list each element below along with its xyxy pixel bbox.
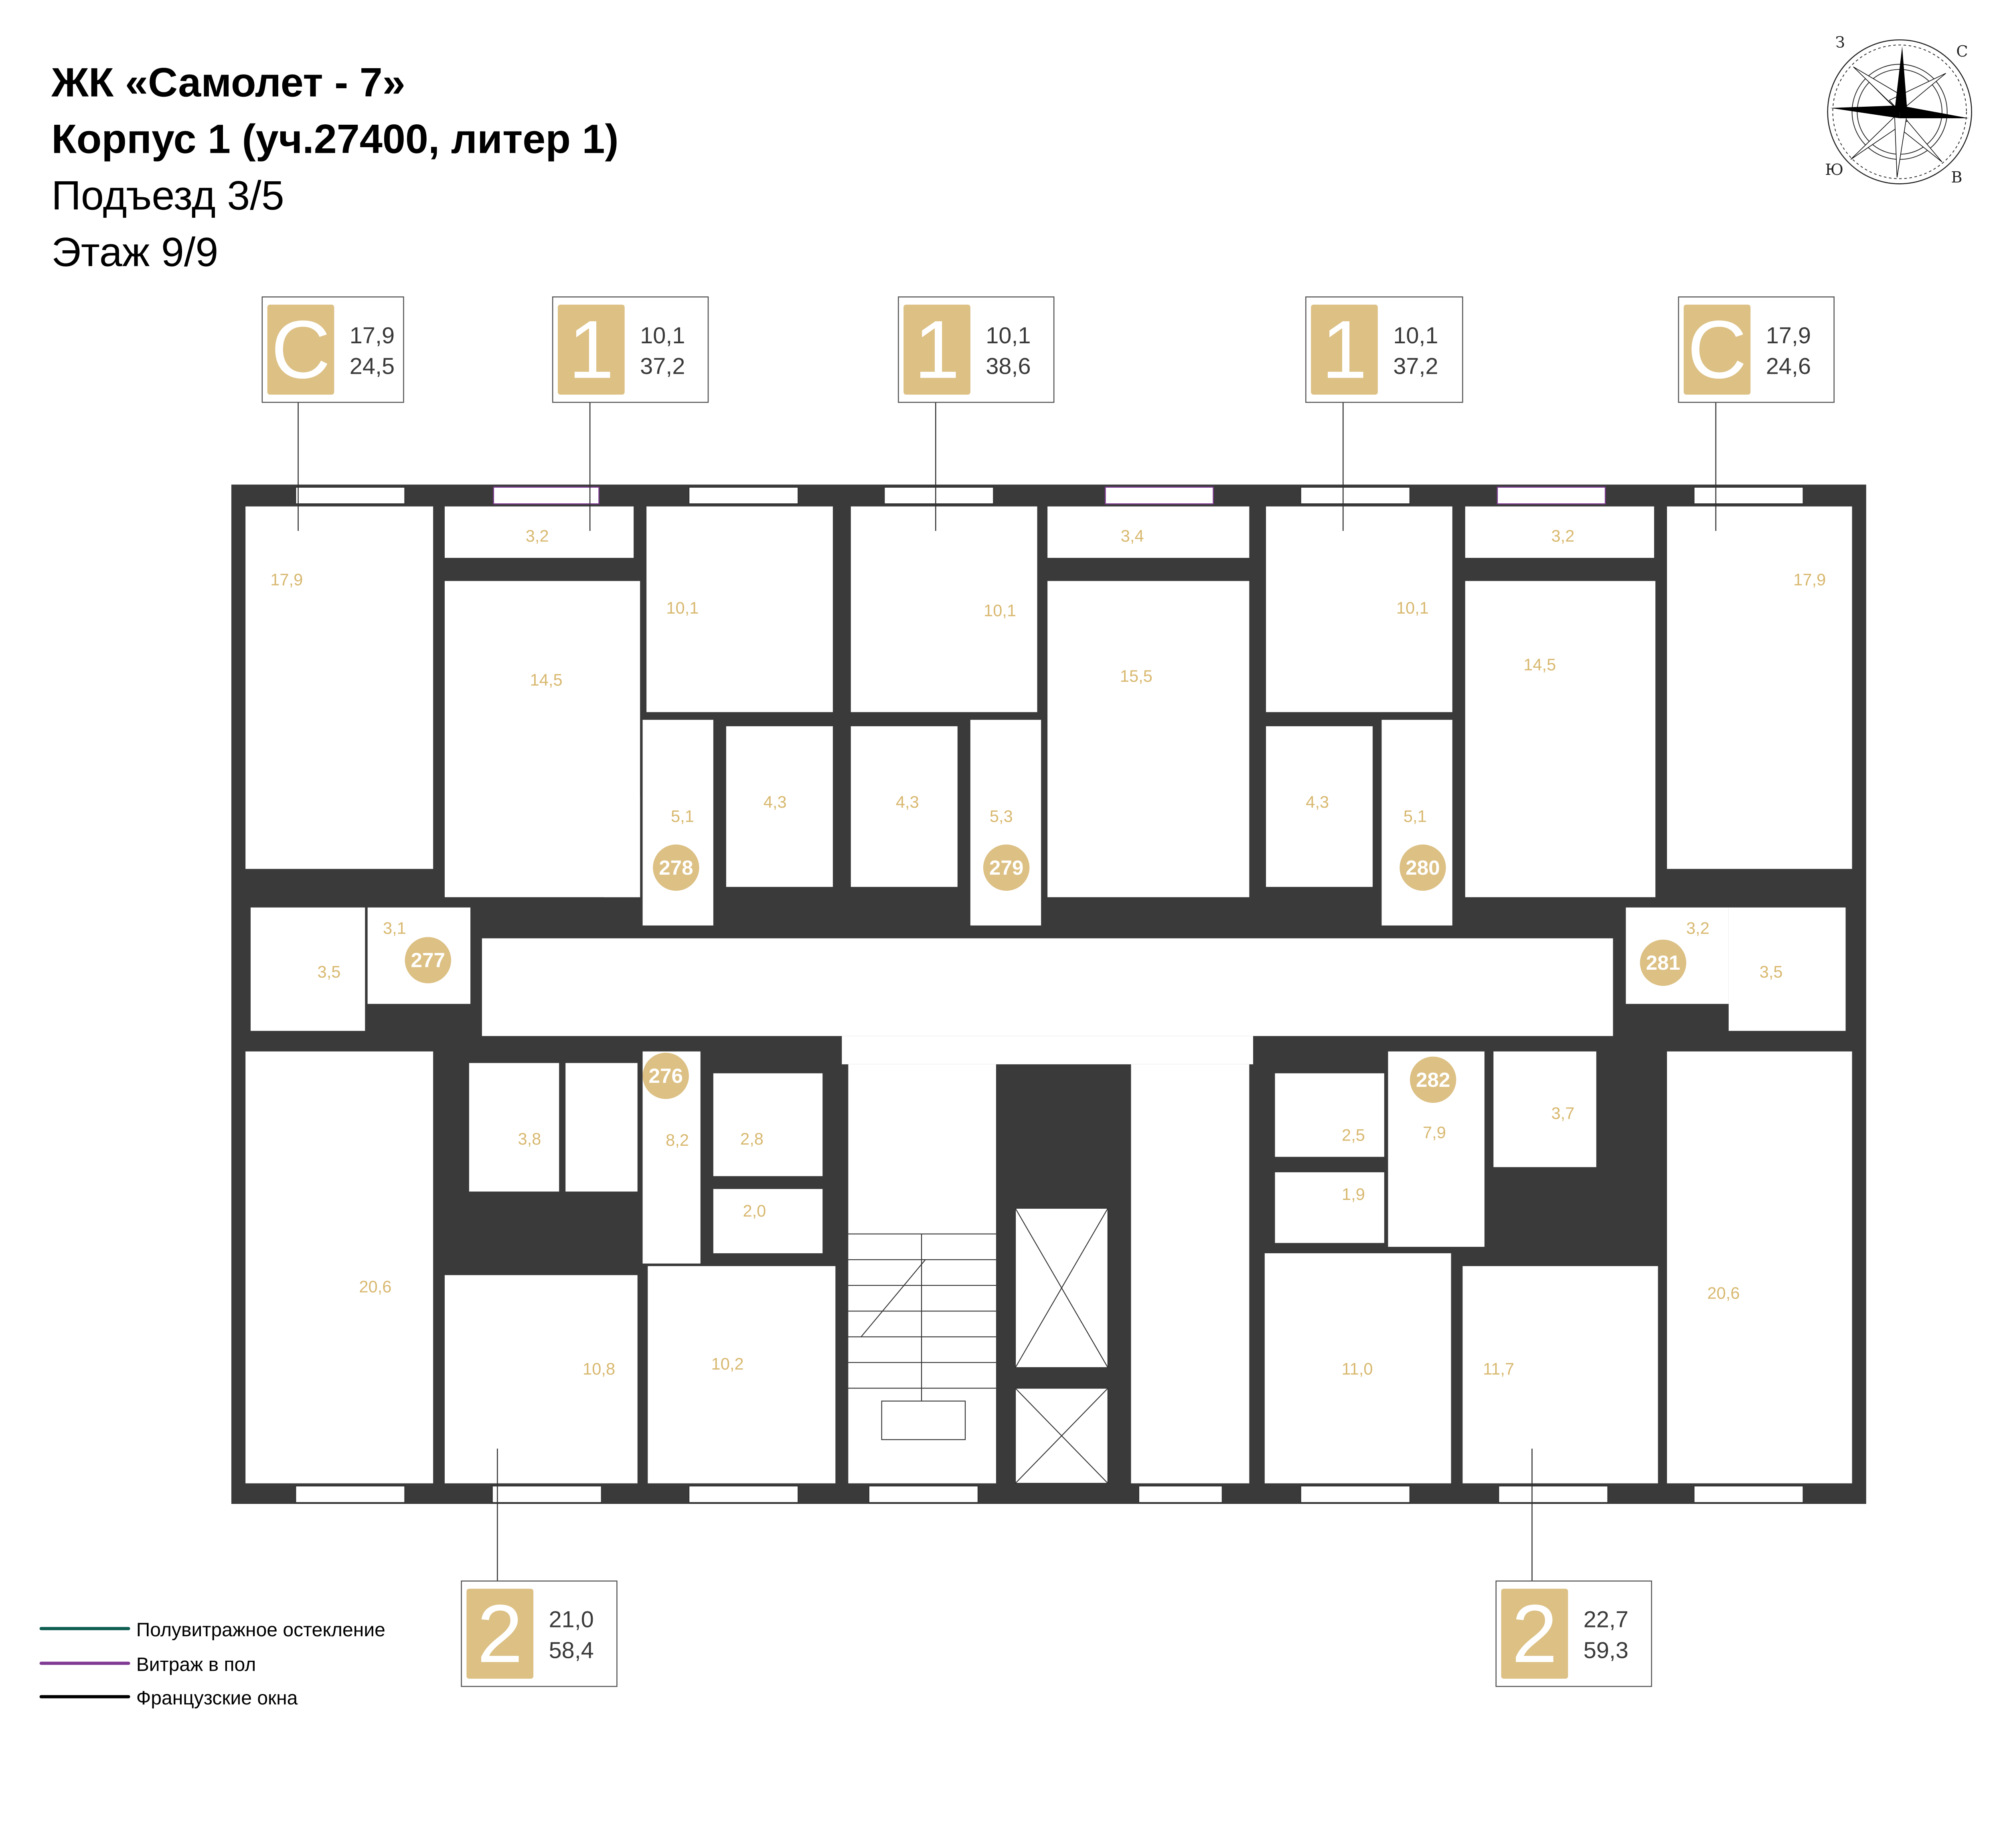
card-total: 24,6 — [1766, 354, 1811, 379]
room-area: 3,4 — [1121, 527, 1144, 545]
card-total: 37,2 — [1393, 354, 1438, 379]
apartment-card[interactable]: 1 10,1 37,2 — [552, 296, 709, 403]
apartment-277[interactable]: 277 — [405, 937, 451, 983]
compass-west: З — [1835, 34, 1845, 52]
legend-label: Французские окна — [136, 1687, 298, 1709]
room-area: 4,3 — [764, 792, 787, 811]
apartment-279[interactable]: 279 — [983, 844, 1030, 891]
card-type: 1 — [1322, 304, 1367, 395]
card-total: 38,6 — [986, 354, 1031, 379]
card-living: 10,1 — [1393, 323, 1438, 349]
floor-plan: ЖК «Самолет - 7» Корпус 1 (уч.27400, лит… — [39, 34, 1972, 1709]
room-area: 3,1 — [383, 918, 406, 937]
card-type: С — [271, 304, 330, 395]
room-area: 14,5 — [530, 671, 563, 689]
room-area: 3,7 — [1551, 1104, 1574, 1123]
compass-rose-icon: З С Ю В — [1825, 34, 1972, 186]
building-title: Корпус 1 (уч.27400, литер 1) — [51, 116, 618, 162]
legend: Полувитражное остекление Витраж в пол Фр… — [39, 1619, 385, 1709]
apartment-card[interactable]: 1 10,1 38,6 — [898, 296, 1055, 403]
card-total: 37,2 — [640, 354, 685, 379]
apartment-278[interactable]: 278 — [653, 844, 699, 891]
compass-east: В — [1951, 168, 1962, 186]
room-area: 10,1 — [1396, 598, 1429, 617]
room-area: 10,8 — [583, 1360, 615, 1378]
room-area: 5,1 — [671, 806, 694, 825]
room-area: 2,8 — [740, 1129, 764, 1148]
legend-label: Полувитражное остекление — [136, 1619, 385, 1641]
floor-label: Этаж 9/9 — [51, 229, 218, 275]
apartment-card[interactable]: 1 10,1 37,2 — [1305, 296, 1463, 403]
card-type: 1 — [914, 304, 960, 395]
card-living: 21,0 — [549, 1607, 594, 1633]
apartment-number: 279 — [989, 856, 1024, 879]
card-type: 1 — [568, 304, 614, 395]
room-area: 3,2 — [1551, 527, 1574, 545]
room-area: 2,5 — [1342, 1125, 1365, 1144]
room-area: 15,5 — [1120, 667, 1152, 685]
entrance-label: Подъезд 3/5 — [51, 172, 284, 218]
apartment-number: 282 — [1416, 1068, 1450, 1091]
building-walls — [231, 484, 1866, 1504]
compass-south: Ю — [1825, 161, 1843, 179]
card-type: 2 — [477, 1588, 523, 1680]
room-area: 1,9 — [1342, 1185, 1365, 1204]
room-area: 3,8 — [518, 1129, 541, 1148]
windows — [295, 486, 1804, 1504]
card-living: 17,9 — [350, 323, 395, 349]
apartment-number: 281 — [1646, 951, 1681, 974]
card-total: 59,3 — [1584, 1638, 1628, 1664]
room-area: 11,7 — [1483, 1360, 1514, 1378]
room-area: 8,2 — [666, 1131, 689, 1149]
card-living: 17,9 — [1766, 323, 1811, 349]
room-area: 10,1 — [984, 601, 1016, 620]
room-area: 10,1 — [666, 598, 699, 617]
apartment-numbers: 278 279 280 277 281 276 282 — [405, 844, 1687, 1103]
card-type: 2 — [1512, 1588, 1557, 1680]
room-area: 11,0 — [1342, 1360, 1373, 1378]
room-area: 20,6 — [1707, 1284, 1740, 1303]
apartment-281[interactable]: 281 — [1640, 939, 1687, 986]
compass-north: С — [1956, 43, 1968, 61]
apartment-number: 278 — [659, 856, 693, 879]
card-living: 10,1 — [640, 323, 685, 349]
room-area: 3,2 — [526, 527, 549, 545]
apartment-number: 280 — [1406, 856, 1440, 879]
apartment-282[interactable]: 282 — [1410, 1056, 1456, 1103]
apartment-number: 276 — [648, 1064, 683, 1087]
complex-title: ЖК «Самолет - 7» — [51, 59, 405, 105]
card-living: 22,7 — [1584, 1607, 1628, 1633]
room-area: 14,5 — [1523, 655, 1556, 674]
room-area: 20,6 — [359, 1277, 391, 1296]
stairs-and-elevators — [848, 1208, 1108, 1484]
apartment-card[interactable]: С 17,9 24,6 — [1678, 296, 1835, 403]
room-area: 4,3 — [1306, 792, 1329, 811]
card-total: 24,5 — [350, 354, 395, 379]
room-area: 5,3 — [990, 806, 1013, 825]
apartment-276[interactable]: 276 — [642, 1052, 689, 1099]
room-area: 5,1 — [1404, 806, 1427, 825]
leader-lines — [298, 402, 1717, 1581]
apartment-280[interactable]: 280 — [1399, 844, 1446, 891]
card-living: 10,1 — [986, 323, 1031, 349]
room-area: 17,9 — [1793, 570, 1826, 589]
room-area: 7,9 — [1423, 1123, 1446, 1142]
card-total: 58,4 — [549, 1638, 594, 1664]
room-area: 17,9 — [270, 570, 303, 589]
apartment-card[interactable]: 2 21,0 58,4 — [461, 1581, 618, 1687]
card-type: С — [1687, 304, 1747, 395]
apartment-card[interactable]: 2 22,7 59,3 — [1495, 1581, 1652, 1687]
room-area: 3,2 — [1686, 918, 1709, 937]
room-area: 10,2 — [711, 1354, 744, 1373]
room-area: 3,5 — [1760, 962, 1783, 981]
room-area: 3,5 — [318, 962, 341, 981]
legend-label: Витраж в пол — [136, 1654, 256, 1676]
room-area: 2,0 — [743, 1201, 766, 1220]
apartment-number: 277 — [411, 949, 446, 972]
room-area: 4,3 — [896, 792, 919, 811]
room-areas: 17,9 3,2 14,5 10,1 10,1 3,4 15,5 10,1 3,… — [270, 527, 1826, 1378]
apartment-card[interactable]: С 17,9 24,5 — [261, 296, 404, 403]
